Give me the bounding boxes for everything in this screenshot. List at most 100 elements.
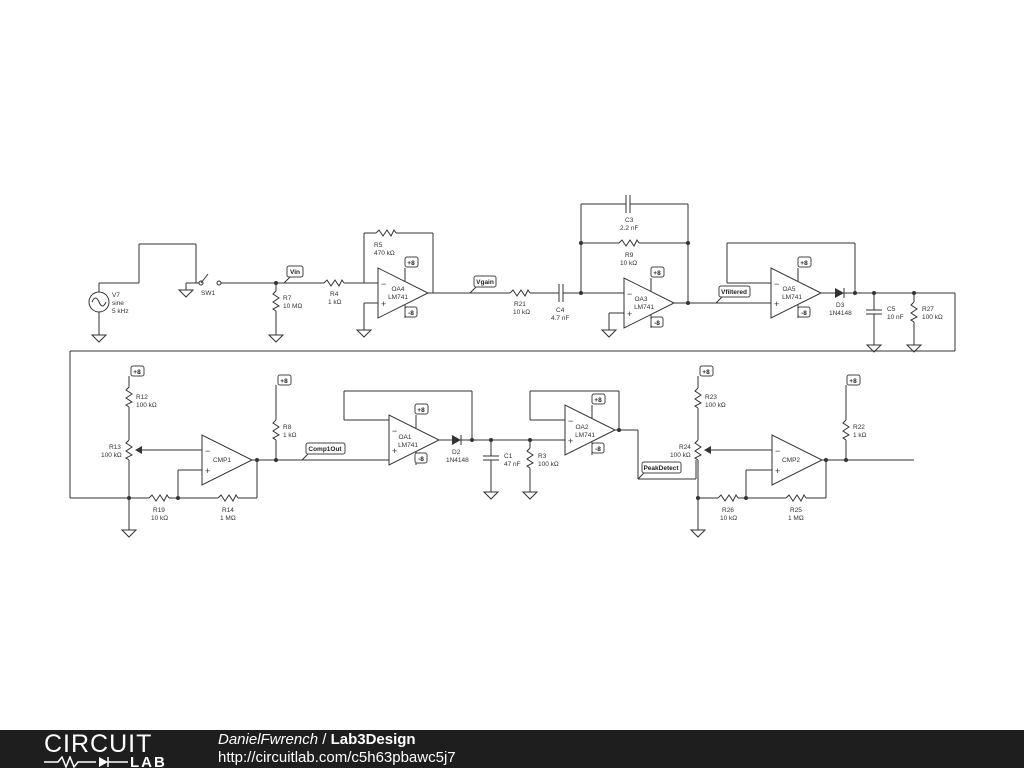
CMP2-comparator: − + CMP2	[771, 434, 823, 486]
OA2-opamp: − + OA2 LM741	[564, 404, 616, 456]
R3-name: R3	[538, 453, 547, 460]
R22-name: R22	[853, 424, 865, 431]
R4-name: R4	[330, 291, 339, 298]
R19-name: R19	[153, 507, 165, 514]
R21-value: 10 kΩ	[513, 309, 530, 316]
svg-text:−: −	[392, 426, 397, 436]
CMP1-comparator: − + CMP1	[201, 434, 253, 486]
svg-text:+: +	[627, 309, 632, 319]
R25-value: 1 MΩ	[788, 515, 804, 522]
net-label-peakdetect: PeakDetect	[637, 461, 682, 480]
svg-text:+8: +8	[407, 260, 415, 267]
R8-name: R8	[283, 424, 292, 431]
OA5-part: LM741	[782, 294, 802, 301]
svg-text:+: +	[568, 436, 573, 446]
svg-text:−: −	[774, 279, 779, 289]
OA5-opamp: − + OA5 LM741	[726, 242, 856, 319]
svg-text:-8: -8	[654, 320, 660, 327]
OA1-part: LM741	[398, 442, 418, 449]
V7-type: sine	[112, 300, 124, 307]
OA1-name: OA1	[398, 434, 411, 441]
R12-name: R12	[136, 394, 148, 401]
R14-name: R14	[222, 507, 234, 514]
R24-name: R24	[679, 444, 691, 451]
C3-name: C3	[625, 217, 634, 224]
svg-text:Vfiltered: Vfiltered	[721, 289, 747, 296]
svg-text:+: +	[381, 299, 386, 309]
OA2-part: LM741	[575, 432, 595, 439]
svg-text:+8: +8	[702, 369, 710, 376]
footer-bar: CIRCUIT LAB DanielFwrench / Lab3Design h…	[0, 730, 1024, 771]
svg-text:+8: +8	[800, 260, 808, 267]
R9-name: R9	[625, 252, 634, 259]
V7-freq: 5 kHz	[112, 308, 129, 315]
D3-name: D3	[836, 302, 845, 309]
C1-name: C1	[504, 453, 513, 460]
R26-value: 10 kΩ	[720, 515, 737, 522]
logo-circuit-text: CIRCUIT	[44, 730, 153, 758]
logo-waveform-icon	[44, 756, 128, 768]
V7-source: V7 sine 5 kHz	[88, 243, 197, 343]
V7-name: V7	[112, 292, 120, 299]
svg-text:−: −	[627, 289, 632, 299]
R13-name: R13	[109, 444, 121, 451]
C1-value: 47 nF	[504, 461, 521, 468]
R23-value: 100 kΩ	[705, 402, 726, 409]
C5-value: 10 nF	[887, 314, 904, 321]
svg-text:-8: -8	[418, 456, 424, 463]
svg-text:−: −	[568, 416, 573, 426]
C4-name: C4	[556, 307, 565, 314]
OA2-name: OA2	[575, 424, 588, 431]
CMP2-name: CMP2	[782, 457, 800, 464]
svg-text:-8: -8	[801, 310, 807, 317]
C5-name: C5	[887, 306, 896, 313]
author-link[interactable]: DanielFwrench	[218, 731, 319, 748]
OA3-part: LM741	[634, 304, 654, 311]
D2-name: D2	[452, 449, 461, 456]
R24-value: 100 kΩ	[670, 452, 691, 459]
design-title: DanielFwrench / Lab3Design	[218, 731, 416, 749]
svg-text:+8: +8	[849, 378, 857, 385]
C4-value: 4.7 nF	[551, 315, 569, 322]
R26-name: R26	[722, 507, 734, 514]
OA4-name: OA4	[391, 286, 404, 293]
title-separator: /	[318, 731, 331, 748]
logo-lab-text: LAB	[130, 754, 167, 771]
OA4-part: LM741	[388, 294, 408, 301]
design-url[interactable]: http://circuitlab.com/c5h63pbawc5j7	[218, 749, 456, 766]
D2-part: 1N4148	[446, 457, 469, 464]
R4-value: 1 kΩ	[328, 299, 342, 306]
design-name[interactable]: Lab3Design	[330, 731, 416, 748]
svg-text:−: −	[381, 279, 386, 289]
net-label-vfiltered: Vfiltered	[715, 285, 751, 304]
svg-text:+8: +8	[280, 378, 288, 385]
R27-name: R27	[922, 306, 934, 313]
svg-text:-8: -8	[408, 310, 414, 317]
svg-text:Vgain: Vgain	[476, 279, 494, 286]
R9-value: 10 kΩ	[620, 260, 637, 267]
OA3-opamp: − + OA3 LM741	[601, 277, 675, 338]
svg-text:−: −	[775, 446, 780, 456]
svg-text:+8: +8	[133, 369, 141, 376]
R7-value: 10 MΩ	[283, 303, 302, 310]
R23-name: R23	[705, 394, 717, 401]
CMP1-name: CMP1	[213, 457, 231, 464]
svg-text:+: +	[774, 299, 779, 309]
OA4-opamp: − + OA4 LM741 R5 470 kΩ	[356, 229, 434, 338]
R25-name: R25	[790, 507, 802, 514]
R13-value: 100 kΩ	[101, 452, 122, 459]
R19-value: 10 kΩ	[151, 515, 168, 522]
R8-value: 1 kΩ	[283, 432, 297, 439]
R5-value: 470 kΩ	[374, 250, 395, 257]
OA3-name: OA3	[634, 296, 647, 303]
C3-value: 2.2 nF	[620, 225, 638, 232]
svg-text:+8: +8	[594, 397, 602, 404]
svg-text:-8: -8	[595, 446, 601, 453]
SW1-name: SW1	[201, 290, 215, 297]
svg-text:Vin: Vin	[290, 269, 300, 276]
R22-value: 1 kΩ	[853, 432, 867, 439]
net-label-vin: Vin	[283, 265, 304, 284]
circuitlab-logo[interactable]: CIRCUIT LAB	[44, 730, 165, 771]
R21-name: R21	[514, 301, 526, 308]
R5-name: R5	[374, 242, 383, 249]
